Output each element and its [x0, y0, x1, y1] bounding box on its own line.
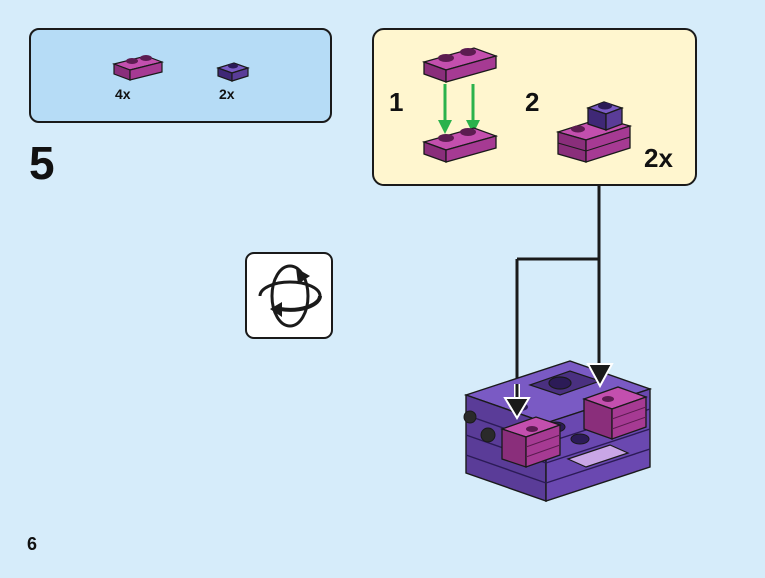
- down-arrow-icon: [586, 363, 614, 389]
- subassembly-callout-box: [372, 28, 697, 186]
- down-arrow-icon: [438, 84, 452, 134]
- main-model-assembly: [463, 360, 653, 502]
- down-arrow-icon: [503, 384, 531, 420]
- rotate-model-icon: [258, 264, 322, 328]
- page-number: 6: [27, 534, 38, 554]
- substep-1-number: 1: [389, 87, 404, 117]
- down-arrow-icon: [466, 84, 480, 134]
- substep-1-plate-bottom-icon: [421, 127, 499, 163]
- magenta-plate-part-icon: [111, 55, 165, 81]
- purple-plate-quantity: 2x: [219, 86, 235, 102]
- magenta-plate-quantity: 4x: [115, 86, 131, 102]
- step-number: 5: [29, 137, 55, 189]
- purple-plate-part-icon: [216, 62, 250, 82]
- substep-2-assembly-icon: [555, 101, 633, 163]
- callout-line: [515, 186, 601, 396]
- substep-1-plate-top-icon: [421, 47, 499, 83]
- substep-2-number: 2: [525, 87, 540, 117]
- parts-list-box: [29, 28, 332, 123]
- subassembly-multiplier: 2x: [644, 143, 673, 173]
